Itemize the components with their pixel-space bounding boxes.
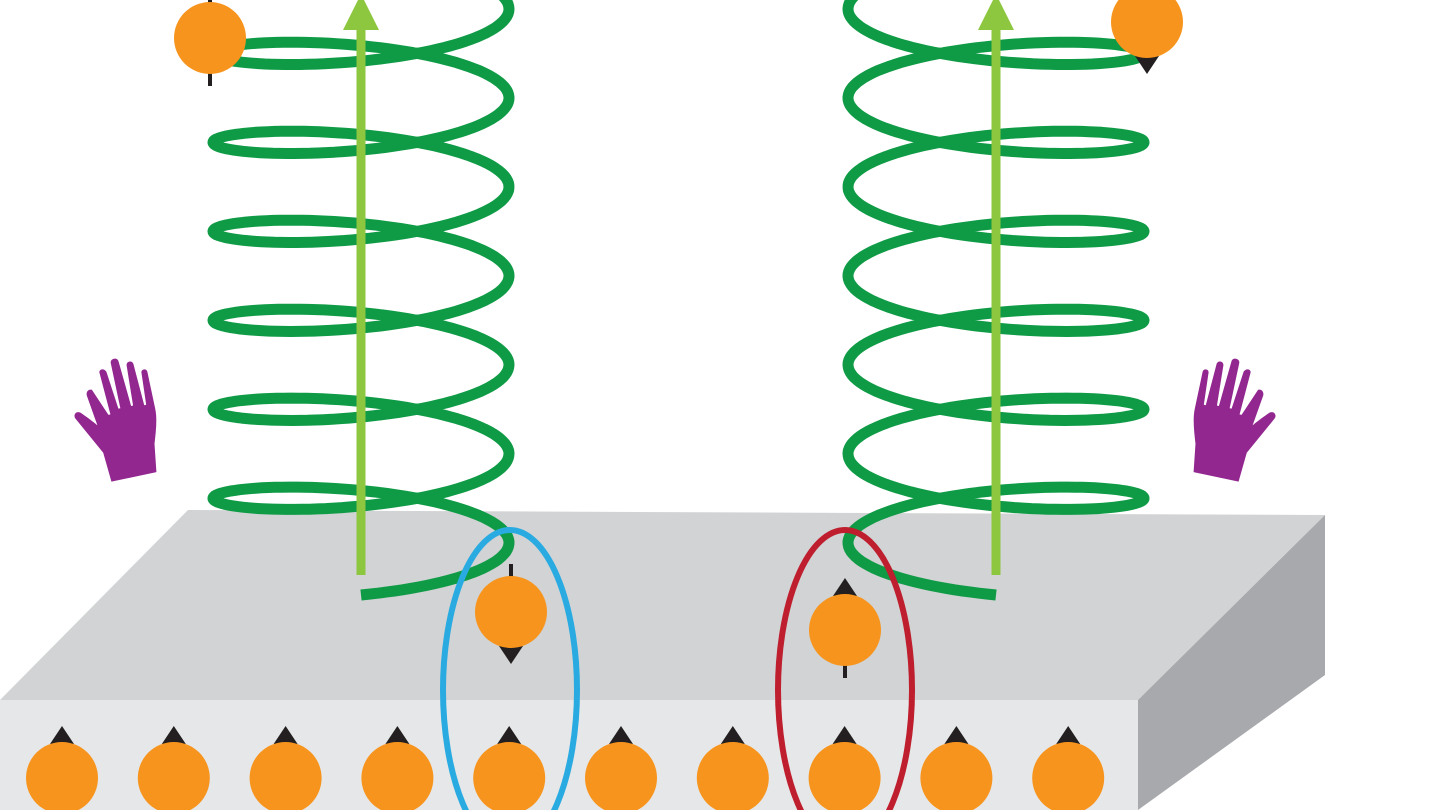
surface-electron-2-sphere [137,742,210,810]
surface-electron-8 [808,726,881,810]
slab-top-face [0,510,1325,700]
surface-electron-3-sphere [249,742,322,810]
surface-electron-1 [26,726,98,810]
surface-electron-6 [585,726,657,810]
right-helix [842,0,1150,601]
surface-electron-2 [137,726,210,810]
left-transferred-electron-spin-down-arrow [499,646,523,664]
electrons-layer [26,0,1183,810]
surface-electron-5 [473,726,546,810]
left-top-electron [174,0,246,86]
surface-electron-10-spin-up-arrow [1056,726,1081,744]
slab-side-face [1138,515,1325,810]
left-helix-coil [207,0,515,601]
right-helix-coil [842,0,1150,601]
surface-electron-4-spin-up-arrow [385,726,410,744]
left-helix [207,0,515,601]
surface-electron-3-spin-up-arrow [273,726,298,744]
surface-electron-5-sphere [473,742,546,810]
right-top-electron [1111,0,1183,74]
surface-electron-2-spin-up-arrow [161,726,186,744]
surface-electron-7-sphere [696,742,769,810]
right-highlight-ellipse [775,527,915,810]
right-transferred-electron-spin-up-arrow [833,578,857,596]
surface-electron-8-spin-up-arrow [832,726,857,744]
left-transferred-electron-sphere [475,576,547,648]
right-hand-icon [1193,358,1276,482]
surface-electron-10-sphere [1032,742,1105,810]
surface-electron-1-spin-up-arrow [50,726,74,744]
right-top-electron-spin-down-arrow [1135,56,1159,74]
surface-electron-8-sphere [808,742,881,810]
surface-electron-6-sphere [585,742,657,810]
right-top-electron-sphere [1111,0,1183,58]
surface-electron-6-spin-up-arrow [609,726,633,744]
left-highlight-ellipse [440,527,580,810]
left-top-electron-sphere [174,2,246,74]
surface-electron-5-spin-up-arrow [497,726,522,744]
right-transferred-electron [809,578,881,678]
right-transferred-electron-sphere [809,594,881,666]
surface-electron-3 [249,726,322,810]
surface-electron-9-sphere [920,742,993,810]
surface-electron-1-sphere [26,742,98,810]
left-hand-icon [74,358,157,482]
surface-electron-4 [361,726,434,810]
surface-electron-4-sphere [361,742,434,810]
surface-electron-9-spin-up-arrow [944,726,969,744]
left-transferred-electron [475,564,547,664]
surface-electron-7-spin-up-arrow [720,726,745,744]
surface-electron-10 [1032,726,1105,810]
surface-electron-9 [920,726,993,810]
surface-electron-7 [696,726,769,810]
